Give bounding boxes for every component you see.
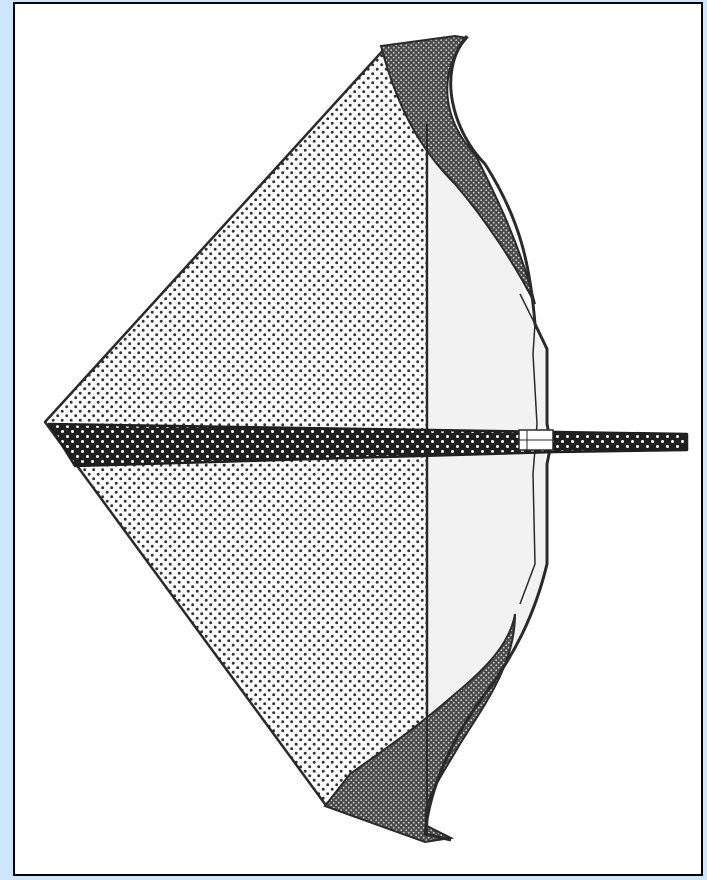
top-crosshatched-wedge <box>379 34 536 305</box>
arrow-rest <box>518 429 554 451</box>
figure-frame <box>13 2 703 876</box>
bow-inner-outline <box>519 293 538 605</box>
figure-drawing <box>43 34 689 844</box>
